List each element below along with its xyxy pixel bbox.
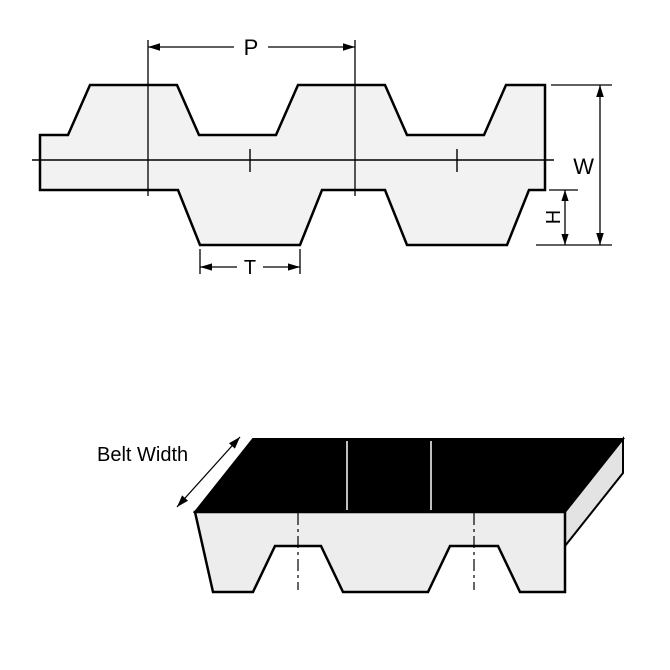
arrowhead-upper-icon [229, 437, 240, 449]
tooth-dimension: T [199, 249, 301, 279]
arrowhead-down-icon [561, 234, 569, 245]
belt-width-arrow-line [176, 436, 241, 508]
arrowhead-left-icon [200, 263, 212, 271]
arrowhead-up-icon [561, 190, 569, 201]
arrowhead-up-icon [596, 85, 604, 97]
arrowhead-right-icon [288, 263, 300, 271]
pitch-dimension: P [147, 35, 356, 196]
width-dimension: W [536, 84, 612, 246]
isometric-view: Belt Width [97, 436, 626, 594]
height-dimension: H [543, 189, 578, 245]
arrowhead-lower-icon [177, 495, 188, 507]
arrowhead-down-icon [596, 233, 604, 245]
belt-front-face [193, 510, 567, 594]
belt-width-annotation: Belt Width [97, 436, 241, 508]
pitch-label: P [244, 35, 259, 60]
belt-width-label: Belt Width [97, 444, 188, 466]
arrowhead-left-icon [148, 43, 160, 51]
cross-section-view: P W H T [32, 35, 612, 279]
width-label: W [573, 154, 594, 179]
belt-profile [38, 83, 547, 247]
arrowhead-right-icon [343, 43, 355, 51]
belt-top-face [192, 438, 626, 513]
height-label: H [543, 210, 565, 224]
tooth-label: T [244, 257, 256, 279]
